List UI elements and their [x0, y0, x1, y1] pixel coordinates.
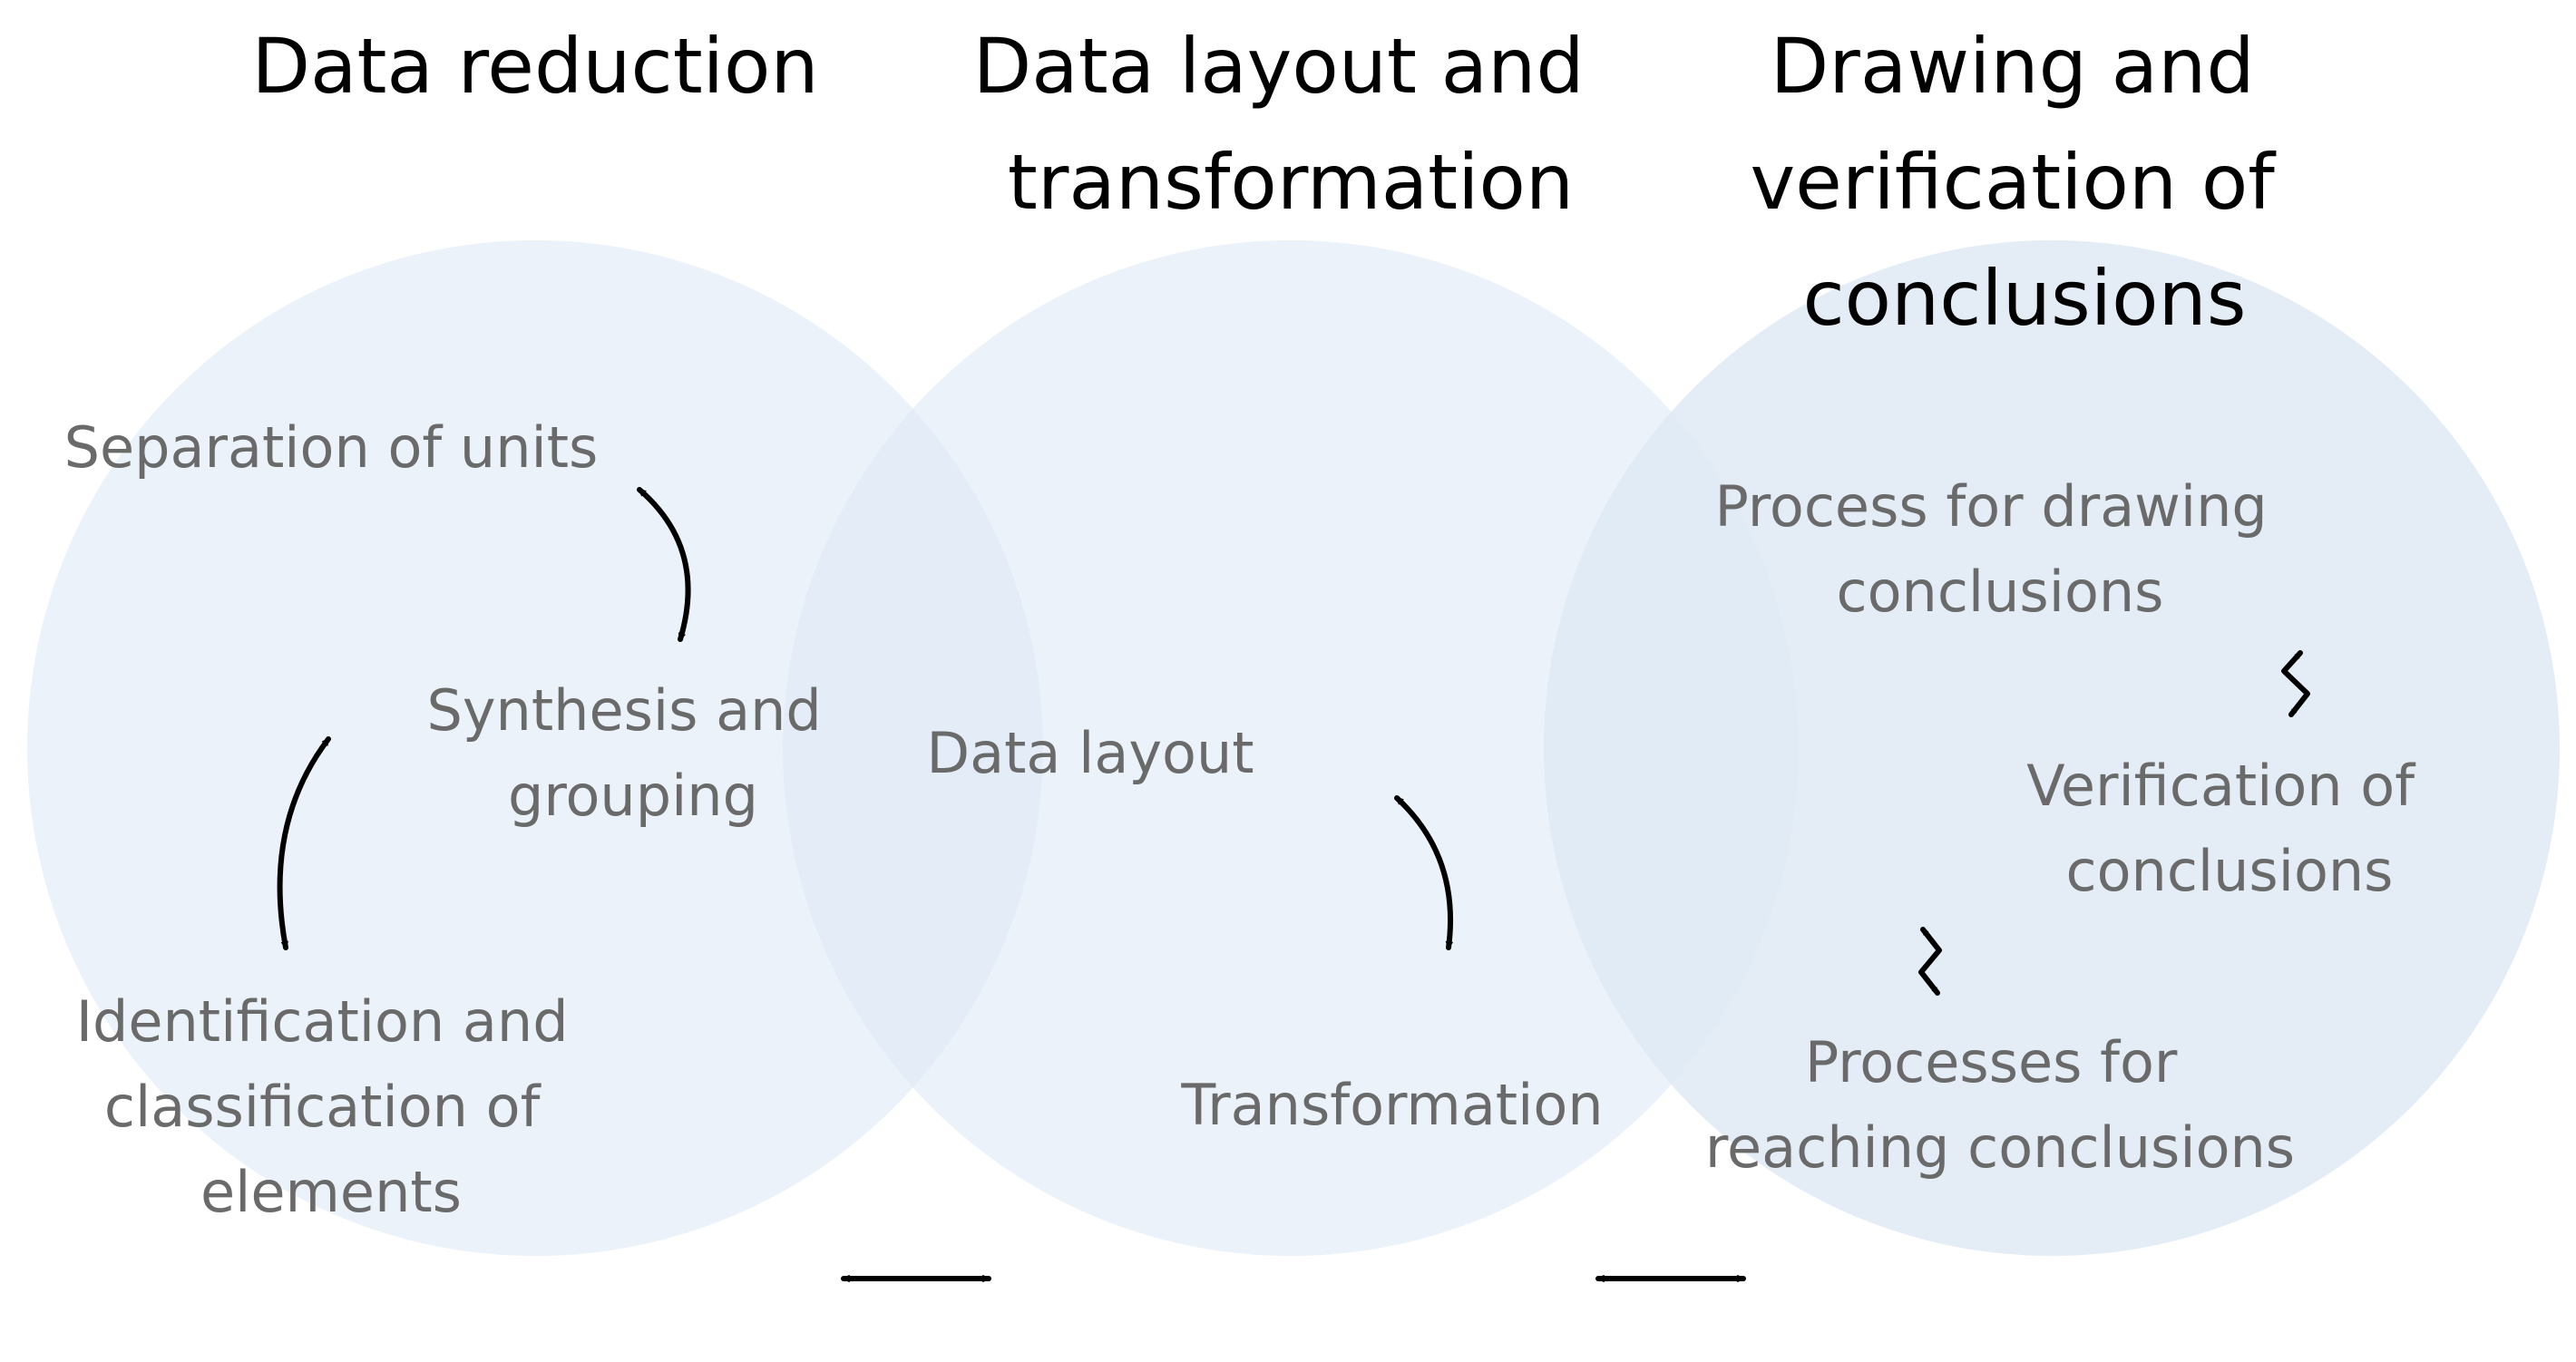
- heading-data-reduction: Data reduction: [251, 22, 818, 111]
- label-processes-for-reaching-conclusions: Processes for reaching conclusions: [1705, 1029, 2295, 1181]
- circle-data-reduction: [27, 240, 1043, 1256]
- heading-data-layout-transformation: Data layout and transformation: [973, 22, 1609, 227]
- stage-circles: [27, 240, 2560, 1256]
- label-synthesis-and-grouping: Synthesis and grouping: [427, 677, 840, 829]
- label-transformation: Transformation: [1180, 1072, 1603, 1138]
- arrow-separation-synthesis: [637, 487, 691, 642]
- heading-conclusions: Drawing and verification of conclusions: [1750, 22, 2298, 343]
- label-data-layout: Data layout: [926, 720, 1254, 786]
- circle-conclusions: [1544, 240, 2560, 1256]
- arrow-identification-synthesis: [277, 736, 331, 950]
- arrow-data-layout-transformation: [1394, 795, 1454, 950]
- arrow-verification-reaching: [1918, 927, 1942, 996]
- label-verification-of-conclusions: Verification of conclusions: [2026, 753, 2433, 904]
- label-identification-and-classification: Identification and classification of ele…: [76, 988, 587, 1225]
- circle-data-layout-transformation: [783, 240, 1799, 1256]
- label-separation-of-units: Separation of units: [64, 414, 599, 481]
- arrow-drawing-verification: [2281, 650, 2310, 717]
- label-process-for-drawing-conclusions: Process for drawing conclusions: [1714, 473, 2285, 625]
